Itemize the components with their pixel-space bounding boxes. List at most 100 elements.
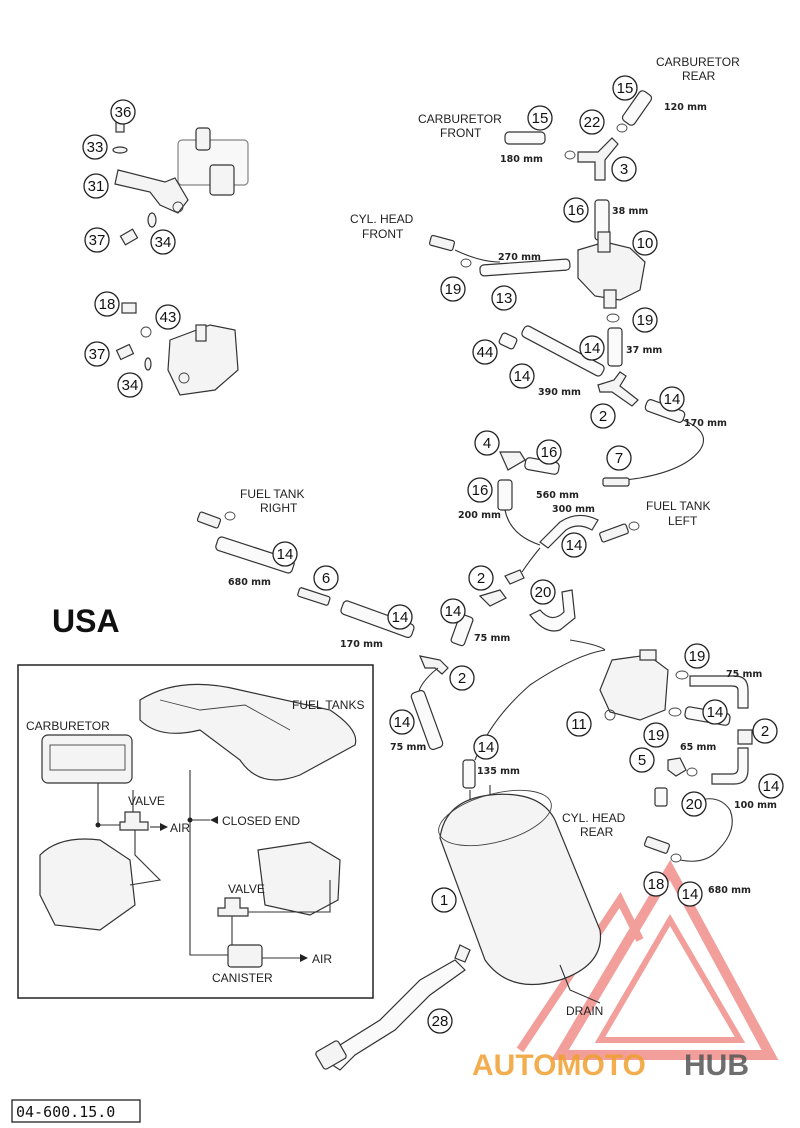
drawing-code: 04-600.15.0 (16, 1103, 115, 1121)
measure-300: 300 mm (552, 504, 595, 515)
callout-number: 14 (763, 778, 780, 795)
cyl-head-rear-label-2: REAR (580, 825, 614, 839)
measure-37: 37 mm (626, 345, 662, 356)
canister (315, 785, 602, 1071)
callout-c14d: 14 (272, 541, 298, 567)
measure-75b: 75 mm (390, 742, 426, 753)
callout-number: 14 (392, 609, 409, 626)
callout-number: 22 (584, 114, 601, 131)
carburetor-front-label-2: FRONT (440, 126, 482, 140)
callout-circle (702, 699, 728, 725)
callout-number: 13 (496, 290, 513, 307)
callout-number: 44 (477, 344, 494, 361)
callout-number: 19 (445, 281, 462, 298)
callout-c14a: 14 (579, 335, 605, 361)
callout-number: 2 (458, 670, 466, 687)
fuel-tank-right-label-2: RIGHT (260, 501, 298, 515)
callout-number: 20 (535, 584, 552, 601)
drawing-code-box: 04-600.15.0 (11, 1099, 141, 1123)
inset-canister-label: CANISTER (212, 971, 273, 985)
callout-circle (579, 335, 605, 361)
measure-135: 135 mm (477, 766, 520, 777)
callout-circle (643, 722, 669, 748)
carburetor-front-label-1: CARBURETOR (418, 112, 502, 126)
callout-c11: 11 (566, 711, 592, 737)
callout-circle (643, 871, 669, 897)
callout-c19b: 19 (632, 307, 658, 333)
callout-c22: 22 (579, 109, 605, 135)
callout-circle (150, 229, 176, 255)
callout-circle (566, 711, 592, 737)
callout-circle (117, 372, 143, 398)
callout-number: 6 (322, 570, 330, 587)
callout-circle (474, 430, 500, 456)
watermark-text: AUTOMOTO HUB (472, 1049, 749, 1082)
callout-c18b: 18 (643, 871, 669, 897)
callout-c6: 6 (313, 565, 339, 591)
usa-label: USA (52, 603, 120, 639)
callout-c19a: 19 (440, 276, 466, 302)
callout-c16c: 16 (467, 477, 493, 503)
callout-number: 2 (761, 723, 769, 740)
callout-circle (440, 598, 466, 624)
callout-circle (606, 445, 632, 471)
callout-number: 18 (648, 876, 665, 893)
callout-circle (83, 173, 109, 199)
callout-c14k: 14 (758, 773, 784, 799)
inset-valve-label-1: VALVE (128, 794, 165, 808)
callout-circle (752, 718, 778, 744)
callout-number: 36 (115, 104, 132, 121)
measure-75c: 75 mm (726, 669, 762, 680)
callout-number: 20 (686, 796, 703, 813)
inset-fuel-tanks-label: FUEL TANKS (292, 698, 364, 712)
callout-circle (155, 304, 181, 330)
callout-c37a: 37 (84, 227, 110, 253)
measure-680a: 680 mm (228, 577, 271, 588)
measure-100: 100 mm (734, 800, 777, 811)
callout-circle (467, 477, 493, 503)
callout-c14i: 14 (473, 734, 499, 760)
fuel-tank-left-label-2: LEFT (668, 514, 698, 528)
callout-c1: 1 (431, 887, 457, 913)
callout-circle (536, 439, 562, 465)
callout-c34b: 34 (117, 372, 143, 398)
inset-air-label-1: AIR (170, 821, 190, 835)
callout-c14c: 14 (659, 386, 685, 412)
measure-170a: 170 mm (684, 418, 727, 429)
callout-number: 15 (532, 110, 549, 127)
callout-number: 14 (707, 704, 724, 721)
callout-c2b: 2 (468, 565, 494, 591)
callout-circle (440, 276, 466, 302)
measure-75a: 75 mm (474, 633, 510, 644)
callout-circle (472, 339, 498, 365)
cyl-head-front-label-1: CYL. HEAD (350, 212, 414, 226)
callout-circle (659, 386, 685, 412)
callout-circle (272, 541, 298, 567)
callout-number: 2 (599, 408, 607, 425)
inset-carburetor-label: CARBURETOR (26, 719, 110, 733)
watermark-logo (516, 859, 779, 1060)
callout-c14e: 14 (561, 532, 587, 558)
callout-circle (632, 230, 658, 256)
callout-c2d: 2 (752, 718, 778, 744)
inset-air-label-2: AIR (312, 952, 332, 966)
callout-circle (313, 565, 339, 591)
callout-circle (611, 156, 637, 182)
callout-number: 14 (394, 714, 411, 731)
callout-c18a: 18 (94, 291, 120, 317)
callout-c33: 33 (82, 134, 108, 160)
watermark-text-part1: AUTOMOTO (472, 1049, 646, 1082)
callout-c16a: 16 (563, 197, 589, 223)
callout-number: 16 (568, 202, 585, 219)
callout-circle (677, 881, 703, 907)
callout-number: 7 (615, 450, 623, 467)
callout-c19d: 19 (643, 722, 669, 748)
measure-270: 270 mm (498, 252, 541, 263)
callout-c10: 10 (632, 230, 658, 256)
callout-number: 31 (88, 178, 105, 195)
callout-number: 16 (541, 444, 558, 461)
callout-c37b: 37 (84, 341, 110, 367)
callout-circle (612, 75, 638, 101)
